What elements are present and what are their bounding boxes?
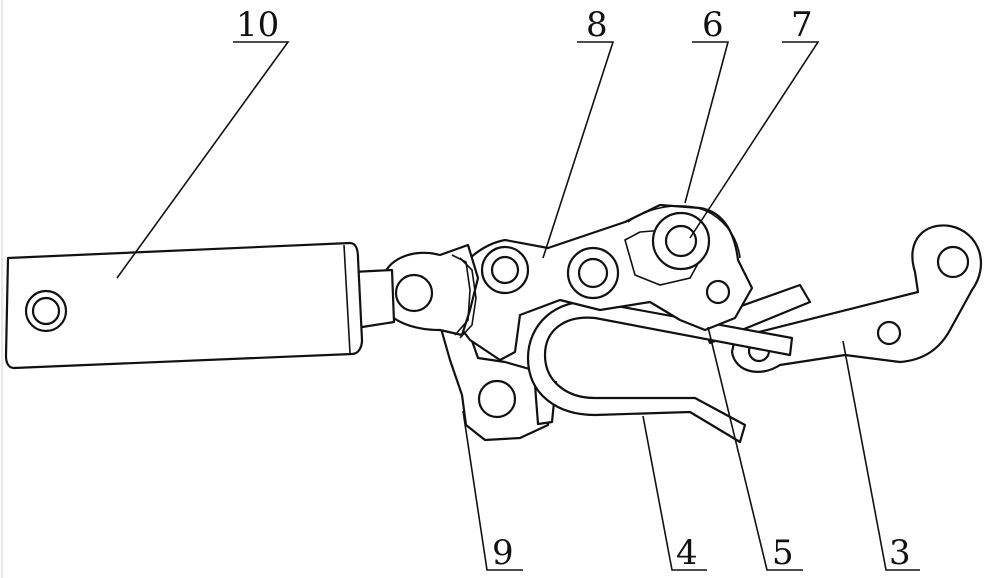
leader-5 (707, 326, 803, 571)
label-3: 3 (889, 533, 911, 573)
label-4: 4 (676, 533, 698, 573)
part-10-handle (4, 241, 396, 370)
leader-10 (116, 41, 290, 279)
label-5: 5 (772, 533, 794, 573)
leader-lines (116, 41, 920, 571)
label-6: 6 (702, 5, 724, 45)
leader-9 (462, 410, 523, 571)
linkage-plate (380, 243, 480, 339)
label-9: 9 (492, 533, 514, 573)
leader-6 (684, 41, 730, 204)
leader-8 (542, 41, 615, 259)
leader-7 (689, 41, 820, 239)
label-10: 10 (236, 5, 279, 45)
part-6-cam (627, 205, 741, 271)
part-labels: 10 8 6 7 9 4 5 3 (236, 5, 911, 573)
leader-3 (842, 340, 920, 571)
label-8: 8 (586, 5, 608, 45)
leader-4 (642, 415, 707, 571)
label-7: 7 (791, 5, 813, 45)
